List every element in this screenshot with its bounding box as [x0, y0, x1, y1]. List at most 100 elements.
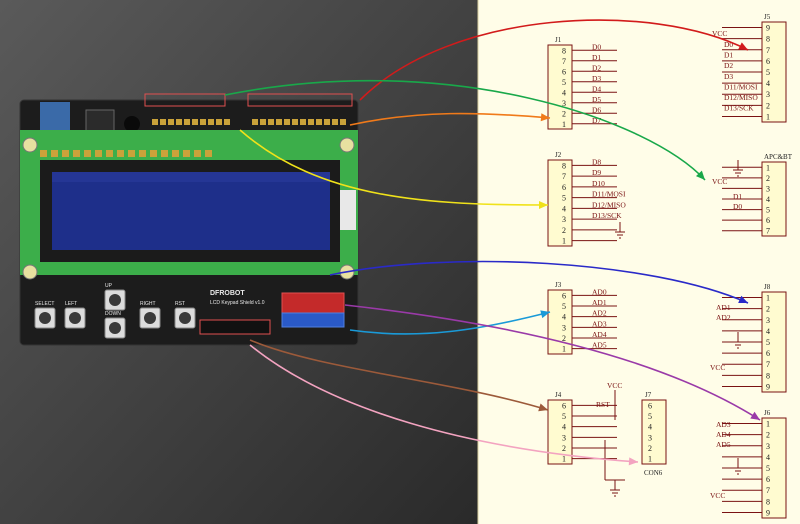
connection-arrow [329, 260, 749, 304]
pin-number: 1 [766, 294, 770, 303]
arrowhead [540, 310, 550, 319]
pin-label: AD0 [592, 287, 607, 296]
lcd-pin [95, 150, 102, 157]
header-pin [252, 119, 258, 125]
button-rst[interactable]: RST [174, 301, 196, 329]
lcd-pin [128, 150, 135, 157]
pin-number: 4 [766, 195, 770, 204]
arrowhead [540, 113, 550, 122]
pin-number: 6 [562, 67, 566, 76]
pin-number: 2 [766, 101, 770, 110]
pin-label: D1 [724, 51, 733, 60]
pin-number: 7 [766, 46, 770, 55]
pin-label: D13/SCK [724, 104, 754, 113]
pin-label: D0 [592, 42, 601, 51]
lcd-pin [183, 150, 190, 157]
pin-label: AD5 [716, 440, 731, 449]
pin-label: D11/MOSI [724, 82, 758, 91]
button-label: UP [105, 283, 113, 289]
pin-label: D2 [724, 61, 733, 70]
pin-label: AD4 [592, 330, 607, 339]
pin-label: D3 [592, 74, 601, 83]
pin-label: D2 [592, 63, 601, 72]
button-select[interactable]: SELECT [34, 301, 56, 329]
pin-number: 6 [766, 349, 770, 358]
pin-number: 6 [766, 216, 770, 225]
pin-number: 3 [562, 215, 566, 224]
pin-number: 2 [562, 444, 566, 453]
pin-number: 1 [562, 455, 566, 464]
arrowhead [539, 201, 548, 209]
connection-arrows [224, 19, 761, 466]
header-pin [224, 119, 230, 125]
vcc-label: VCC [712, 177, 727, 186]
pin-label: D0 [724, 40, 733, 49]
potentiometer [40, 102, 70, 132]
pin-number: 2 [648, 444, 652, 453]
pin-number: 2 [766, 431, 770, 440]
button-down[interactable]: DOWN [104, 311, 126, 339]
con6-label: CON6 [644, 469, 663, 477]
pin-label: D1 [592, 53, 601, 62]
header-pin [308, 119, 314, 125]
pin-number: 4 [562, 313, 566, 322]
pin-number: 4 [648, 423, 652, 432]
connection-arrow [359, 19, 749, 101]
pin-number: 3 [562, 99, 566, 108]
button-right[interactable]: RIGHT [139, 301, 161, 329]
button-up[interactable]: UP [104, 283, 126, 311]
header-pin [324, 119, 330, 125]
connector-ref: J7 [645, 391, 652, 399]
connection-arrow [249, 344, 639, 463]
connection-arrow [224, 79, 706, 181]
pin-number: 2 [766, 174, 770, 183]
pin-label: AD3 [592, 319, 607, 328]
header-pin [184, 119, 190, 125]
connection-arrow [349, 311, 551, 335]
pin-number: 8 [766, 497, 770, 506]
pin-number: 8 [766, 35, 770, 44]
pin-number: 2 [562, 226, 566, 235]
pin-number: 3 [648, 433, 652, 442]
pin-number: 1 [562, 237, 566, 246]
vcc-label: VCC [607, 381, 622, 390]
pin-label: D13/SCK [592, 211, 622, 220]
header-pin [340, 119, 346, 125]
connector-ref: J4 [555, 391, 562, 399]
board-brand: DFROBOT [210, 290, 245, 297]
pin-label: AD1 [716, 303, 731, 312]
button-left[interactable]: LEFT [64, 301, 86, 329]
pin-number: 2 [562, 109, 566, 118]
header-pin [292, 119, 298, 125]
lcd-pin [161, 150, 168, 157]
lcd-pin [40, 150, 47, 157]
pin-label: D10 [592, 179, 605, 188]
pin-number: 5 [562, 412, 566, 421]
lcd-pin [205, 150, 212, 157]
lcd-pin [172, 150, 179, 157]
keypad-buttons: SELECT LEFT UP DOWN RIGHT RST [34, 283, 196, 339]
arrowhead [738, 42, 748, 50]
pin-number: 8 [562, 161, 566, 170]
button-label: RST [175, 301, 185, 307]
pin-number: 5 [562, 78, 566, 87]
arrowhead [628, 457, 638, 466]
pin-number: 4 [562, 423, 566, 432]
connector-ref: J1 [555, 36, 562, 44]
header-pin [284, 119, 290, 125]
vcc-label: VCC [710, 491, 725, 500]
header-pin [152, 119, 158, 125]
header-pin [268, 119, 274, 125]
pin-number: 5 [766, 68, 770, 77]
pin-number: 6 [562, 291, 566, 300]
pin-number: 6 [766, 57, 770, 66]
pin-label: AD1 [592, 298, 607, 307]
header-pin [192, 119, 198, 125]
pin-label: D3 [724, 72, 733, 81]
pin-number: 8 [766, 371, 770, 380]
arrowhead [738, 295, 748, 304]
connection-arrow [249, 339, 549, 411]
